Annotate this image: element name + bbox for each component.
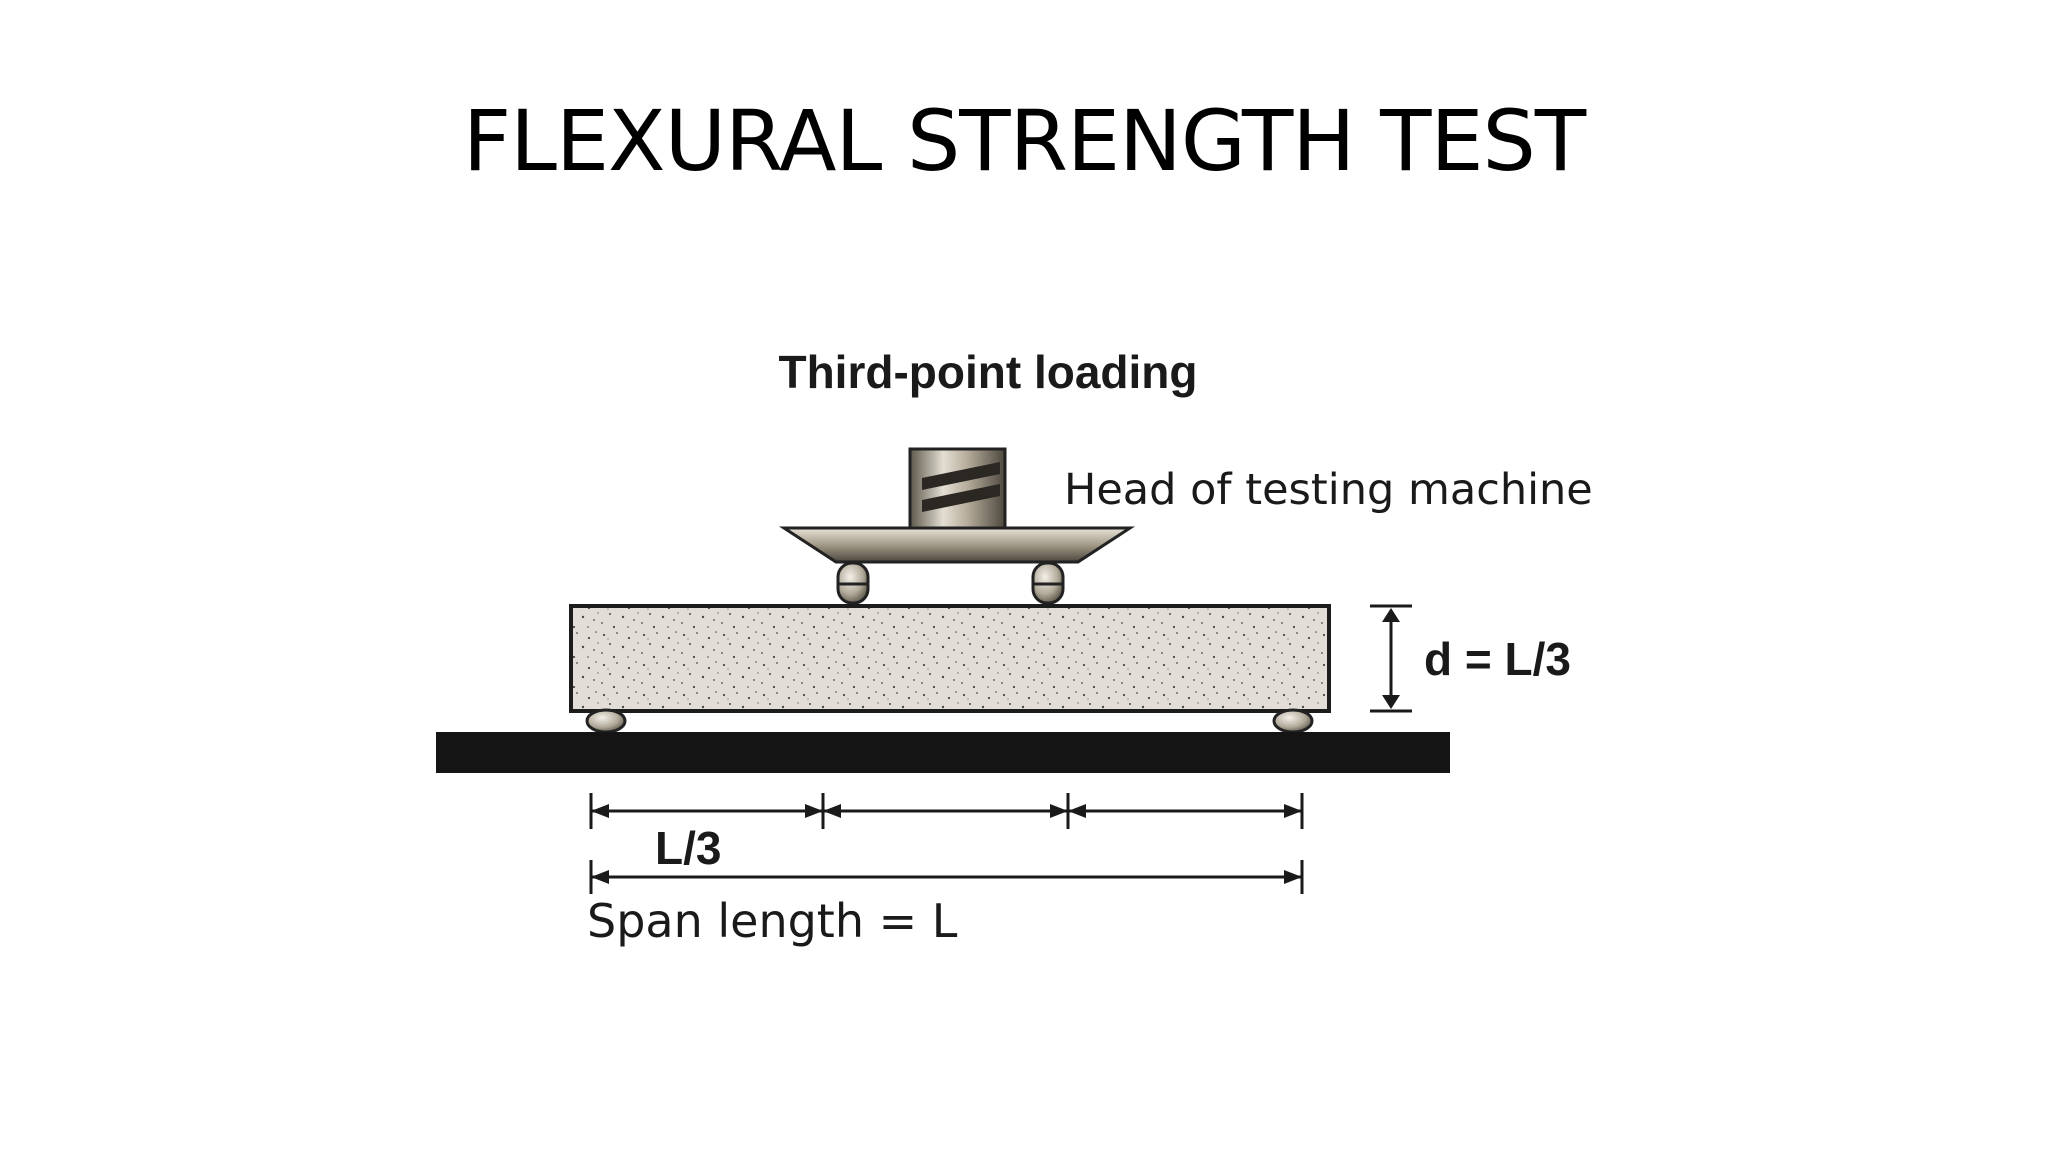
head-label: Head of testing machine xyxy=(1064,465,1593,515)
third-point-dimensions xyxy=(589,793,1304,829)
support-roller-left xyxy=(585,708,627,734)
support-roller-right xyxy=(1272,708,1314,734)
loading-roller-right xyxy=(1031,561,1065,605)
span-dimension xyxy=(589,860,1304,894)
third-span-label: L/3 xyxy=(655,822,721,874)
depth-label: d = L/3 xyxy=(1424,633,1571,685)
loading-roller-left xyxy=(836,561,870,605)
depth-dimension xyxy=(1370,604,1412,713)
span-length-label: Span length = L xyxy=(587,894,958,948)
machine-loading-plate xyxy=(778,526,1136,564)
concrete-specimen xyxy=(569,604,1331,713)
diagram-caption: Third-point loading xyxy=(778,346,1197,398)
slide-title: FLEXURAL STRENGTH TEST xyxy=(462,92,1586,190)
base-plate xyxy=(436,732,1450,773)
machine-shaft xyxy=(908,447,1007,531)
